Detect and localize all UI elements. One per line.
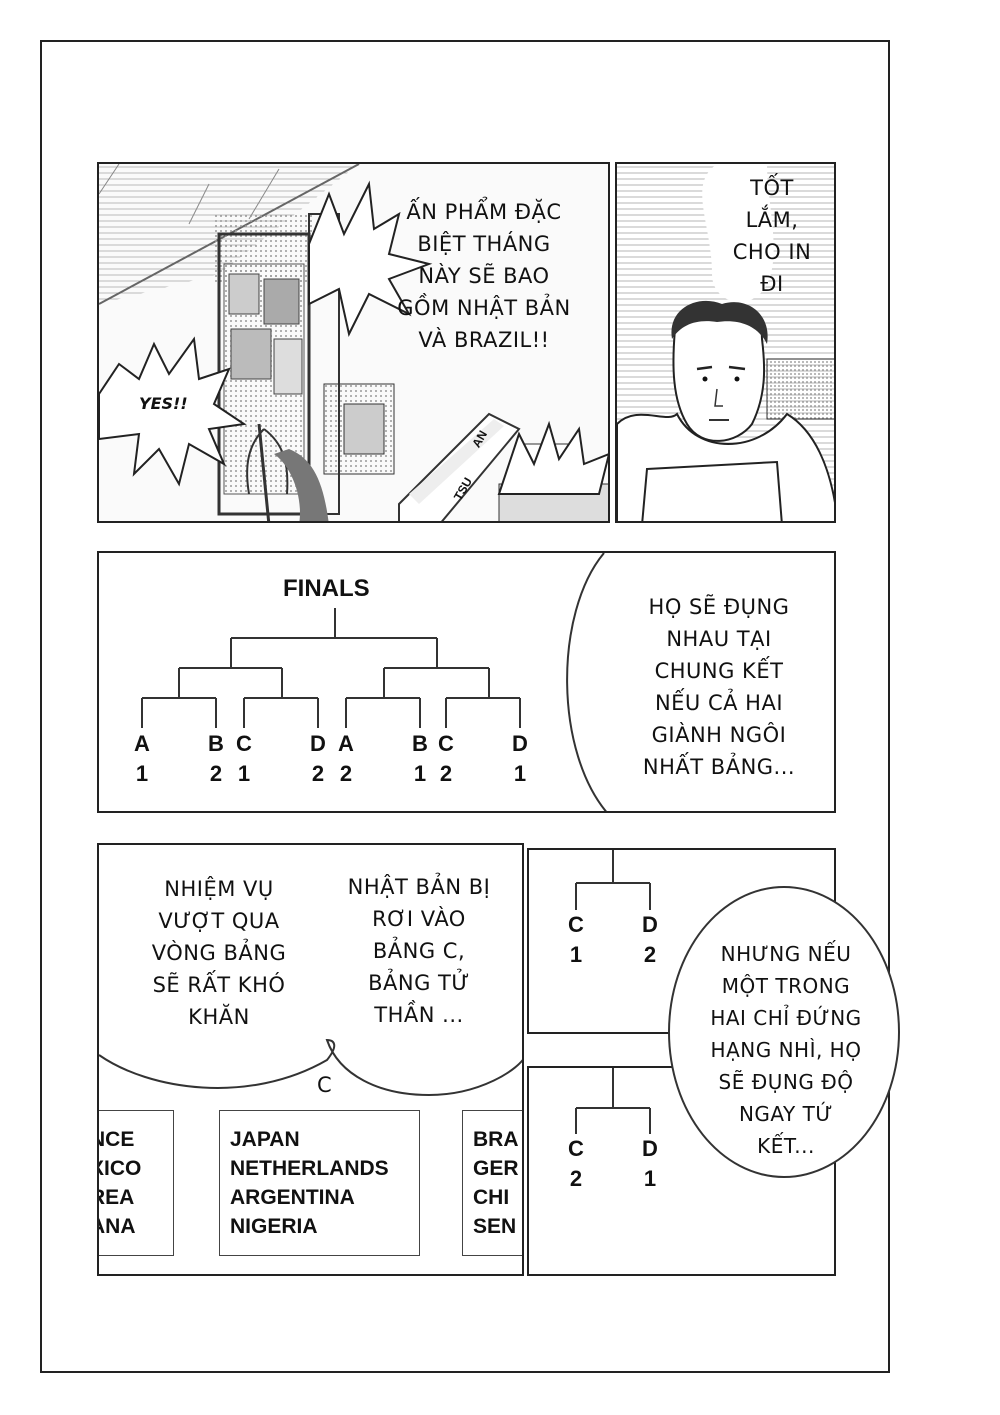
speech-bubble-announcement: ẤN PHẨM ĐẶC BIỆT THÁNG NÀY SẼ BAO GỒM NH… <box>397 200 571 352</box>
bracket-slot-group: A <box>134 731 150 756</box>
bracket-slot-rank: 2 <box>209 761 223 786</box>
shout-yes: YES!! <box>139 394 188 413</box>
bracket-slot-rank: 2 <box>339 761 353 786</box>
speech-bubble-quarter-final: NHƯNG NẾU MỘT TRONG HAI CHỈ ĐỨNG HẠNG NH… <box>668 886 900 1178</box>
bracket-slot-rank: 1 <box>135 761 149 786</box>
speech-bubble-final-meeting: HỌ SẼ ĐỤNG NHAU TẠI CHUNG KẾT NẾU CẢ HAI… <box>642 595 796 779</box>
group-box-right: BRA GER CHI SEN <box>462 1110 522 1256</box>
panel-editor: TỐT LẮM, CHO IN ĐI <box>615 162 836 523</box>
editor-art <box>617 164 834 521</box>
qf-top-slot-rank: 1 <box>569 942 583 967</box>
speech-bubble-group-of-death: NHẬT BẢN BỊ RƠI VÀO BẢNG C, BẢNG TỬ THẦN… <box>347 875 491 1027</box>
bracket-slot-group: D <box>310 731 326 756</box>
speech-bubble-approval: TỐT LẮM, CHO IN ĐI <box>732 176 812 296</box>
qf-bottom-slot-rank: 2 <box>569 1166 583 1191</box>
qf-bracket-lines-bottom <box>575 1068 651 1134</box>
group-box-left: NCE XICO REA ANA <box>99 1110 174 1256</box>
finals-title: FINALS <box>283 575 370 602</box>
qf-bottom-slot-group: D <box>642 1136 658 1161</box>
speech-bubble-difficult-task: NHIỆM VỤ VƯỢT QUA VÒNG BẢNG SẼ RẤT KHÓ K… <box>151 877 287 1029</box>
page-frame <box>40 40 890 1373</box>
bracket-slot-rank: 2 <box>311 761 325 786</box>
qf-top-slot-rank: 2 <box>643 942 657 967</box>
panel-office-announcement: ẤN PHẨM ĐẶC BIỆT THÁNG NÀY SẼ BAO GỒM NH… <box>97 162 610 523</box>
group-box-c-teams: JAPAN NETHERLANDS ARGENTINA NIGERIA <box>219 1110 420 1256</box>
bracket-slot-group: B <box>208 731 224 756</box>
speech-bubble-shapes <box>99 1038 522 1097</box>
qf-bottom-slot-group: C <box>568 1136 584 1161</box>
office-scene-art <box>99 164 608 521</box>
bracket-slot-rank: 2 <box>439 761 453 786</box>
bracket-slot-group: A <box>338 731 354 756</box>
panel-group-c: NHIỆM VỤ VƯỢT QUA VÒNG BẢNG SẼ RẤT KHÓ K… <box>97 843 524 1276</box>
qf-bottom-slot-rank: 1 <box>643 1166 657 1191</box>
bracket-lines <box>141 553 608 811</box>
speech-bubble-quarter-final-text: NHƯNG NẾU MỘT TRONG HAI CHỈ ĐỨNG HẠNG NH… <box>710 942 862 1158</box>
bracket-slot-group: C <box>236 731 252 756</box>
bracket-slot-group: C <box>438 731 454 756</box>
bracket-slot-rank: 1 <box>413 761 427 786</box>
qf-bracket-lines-top <box>575 850 651 910</box>
bracket-slot-group: D <box>512 731 528 756</box>
qf-top-slot-group: D <box>642 912 658 937</box>
qf-top-slot-group: C <box>568 912 584 937</box>
bracket-slot-rank: 1 <box>237 761 251 786</box>
bracket-slot-rank: 1 <box>513 761 527 786</box>
bracket-slot-group: B <box>412 731 428 756</box>
group-c-label: C <box>317 1073 332 1097</box>
